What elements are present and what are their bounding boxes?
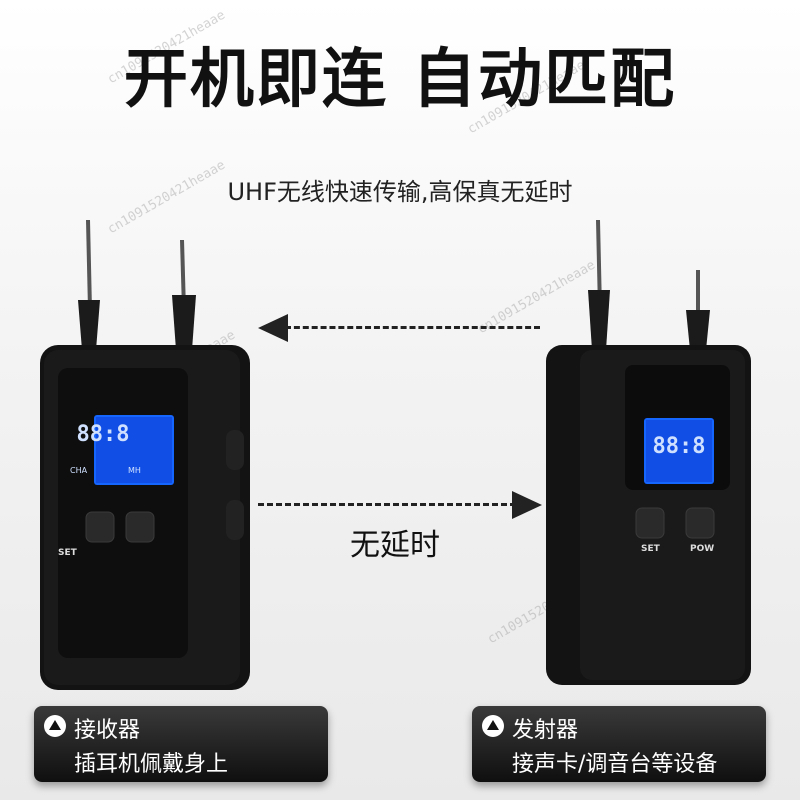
transmitter-caption-desc: 接声卡/调音台等设备 — [512, 752, 718, 777]
triangle-up-icon — [44, 715, 66, 737]
receiver-caption-desc: 插耳机佩戴身上 — [74, 752, 229, 777]
receiver-caption-title: 接收器 — [74, 718, 141, 743]
receiver-caption: 接收器 插耳机佩戴身上 — [34, 706, 328, 782]
receiver-set-button[interactable] — [56, 512, 84, 542]
no-delay-label: 无延时 — [350, 528, 440, 563]
transmitter-set-label: SET — [641, 544, 660, 554]
receiver-lcd-right: MH — [128, 466, 141, 475]
receiver-lcd-left: CHA — [70, 466, 88, 475]
transmitter-device: 88:8 SET POW — [540, 210, 760, 700]
transmitter-pow-label: POW — [690, 544, 715, 554]
transmitter-set-button[interactable] — [636, 508, 664, 538]
transmitter-lcd-digits: 88:8 — [652, 434, 706, 459]
triangle-up-icon — [482, 715, 504, 737]
transmitter-caption-title: 发射器 — [512, 718, 579, 743]
receiver-select-button[interactable] — [96, 512, 124, 542]
receiver-lcd-digits: 88:8 — [76, 422, 130, 447]
page-title: 开机即连 自动匹配 — [123, 43, 677, 117]
transmitter-illustration — [546, 219, 751, 685]
transmitter-power-button[interactable] — [686, 508, 714, 538]
receiver-device: 88:8 CHA MH SET — [30, 200, 260, 700]
transmitter-caption: 发射器 接声卡/调音台等设备 — [472, 706, 766, 782]
subtitle: UHF无线快速传输,高保真无延时 — [227, 178, 573, 206]
receiver-set-label: SET — [58, 548, 77, 558]
receiver-illustration — [40, 219, 250, 690]
